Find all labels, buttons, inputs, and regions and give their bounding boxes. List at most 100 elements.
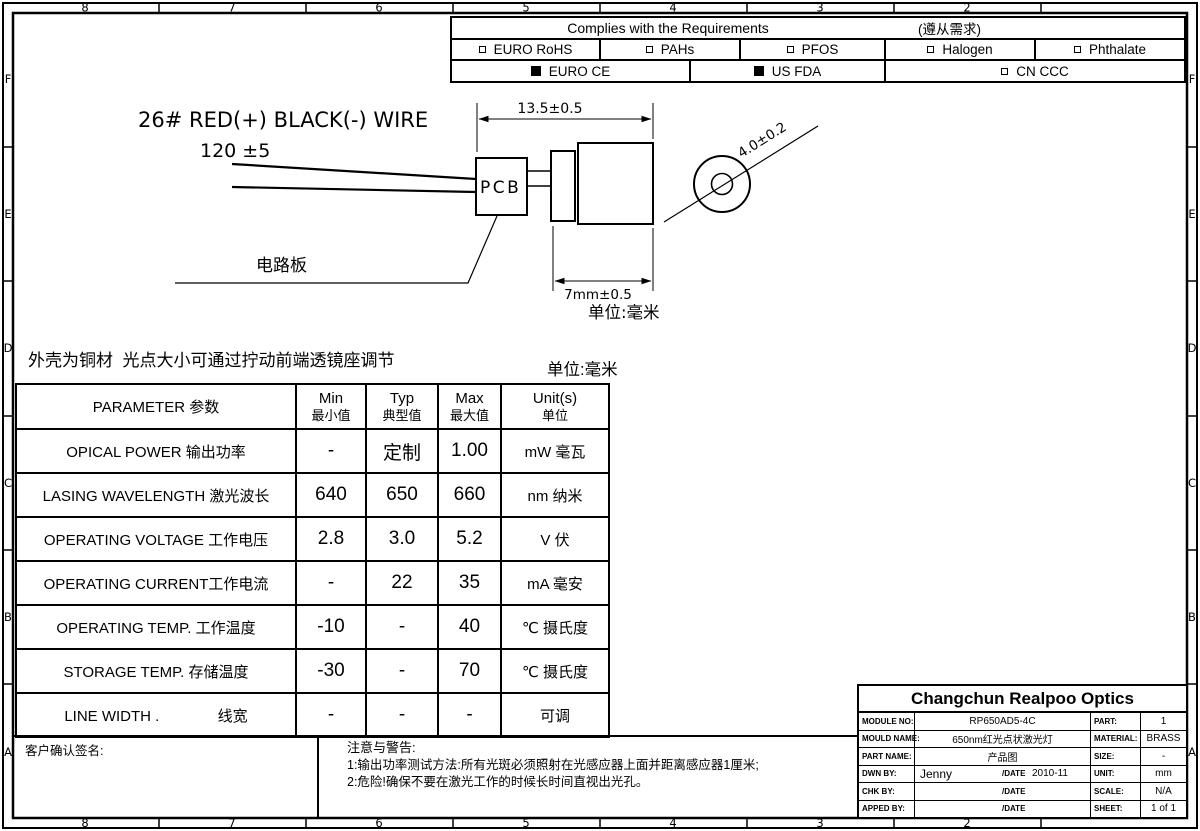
zone-label-bottom: 3 — [816, 816, 823, 830]
compliance-item-label: PAHs — [660, 42, 695, 57]
spec-typ: - — [365, 692, 439, 738]
chk-by-label: CHK BY: — [862, 786, 895, 796]
title-block-row-module: MODULE NO: RP650AD5-4C PART: 1 — [859, 713, 1186, 731]
checkbox-icon — [1073, 46, 1081, 53]
company-name: Changchun Realpoo Optics — [859, 686, 1186, 713]
apped-date-label: /DATE — [1002, 804, 1026, 814]
spec-row-operating-temp: OPERATING TEMP. 工作温度 -10 - 40 ℃ 摄氏度 — [15, 604, 610, 650]
compliance-item-label: PFOS — [801, 42, 839, 57]
pcb-cn-label: 电路板 — [256, 256, 307, 276]
spec-max: 35 — [437, 560, 502, 606]
zone-label-top: 2 — [963, 1, 970, 15]
mould-name-value: 650nm红光点状激光灯 — [914, 730, 1090, 747]
spec-unit: ℃ 摄氏度 — [500, 648, 610, 694]
size-label: SIZE: — [1090, 748, 1140, 765]
zone-label-right: E — [1188, 207, 1195, 221]
spec-row-optical-power: OPICAL POWER 输出功率 - 定制 1.00 mW 毫瓦 — [15, 428, 610, 474]
zone-ticks — [3, 3, 1197, 828]
spec-param: LINE WIDTH . 线宽 — [15, 692, 297, 738]
spec-param: LASING WAVELENGTH 激光波长 — [15, 472, 297, 518]
title-block-row-dwn: DWN BY: Jenny /DATE 2010-11 UNIT: mm — [859, 765, 1186, 783]
compliance-table: Complies with the Requirements (遵从需求) EU… — [450, 16, 1186, 83]
checkbox-icon — [786, 46, 794, 53]
pcb-outline — [475, 157, 528, 216]
dim-extension-lines — [476, 103, 654, 152]
compliance-item-halogen: Halogen — [884, 40, 1034, 59]
wire-spec-label: 26# RED(+) BLACK(-) WIRE — [138, 108, 428, 132]
zone-label-top: 5 — [522, 1, 529, 15]
size-value: - — [1140, 748, 1186, 765]
title-block-row-chk: CHK BY: /DATE SCALE: N/A — [859, 783, 1186, 801]
zone-label-right: F — [1189, 72, 1196, 86]
title-block: Changchun Realpoo Optics MODULE NO: RP65… — [857, 684, 1188, 819]
spec-min: - — [295, 428, 367, 474]
scale-label: SCALE: — [1090, 783, 1140, 800]
spec-min: -30 — [295, 648, 367, 694]
zone-label-left: A — [4, 745, 12, 759]
zone-label-bottom: 4 — [669, 816, 676, 830]
dwn-by-label: DWN BY: — [862, 769, 897, 779]
checkbox-icon — [1001, 67, 1009, 75]
checkbox-icon — [645, 46, 653, 53]
title-block-row-mould: MOULD NAME: 650nm红光点状激光灯 MATERIAL: BRASS — [859, 730, 1186, 748]
apped-by-label: APPED BY: — [862, 804, 905, 814]
warnings-title: 注意与警告: — [347, 740, 416, 755]
spec-min: -10 — [295, 604, 367, 650]
spec-max: 70 — [437, 648, 502, 694]
zone-label-right: A — [1188, 745, 1196, 759]
dim-extension-lines-head — [552, 226, 654, 291]
zone-label-bottom: 8 — [81, 816, 88, 830]
spec-unit: mW 毫瓦 — [500, 428, 610, 474]
spec-header-max-en: Max — [455, 389, 484, 407]
module-no-label: MODULE NO: — [862, 716, 914, 726]
spec-min: 2.8 — [295, 516, 367, 562]
spec-param: OPICAL POWER 输出功率 — [15, 428, 297, 474]
spec-min: - — [295, 560, 367, 606]
chk-date-value — [1032, 783, 1090, 800]
spec-param: OPERATING CURRENT工作电流 — [15, 560, 297, 606]
zone-label-top: 6 — [375, 1, 382, 15]
warning-note-1: 1:输出功率测试方法:所有光斑必须照射在光感应器上面并距离感应器1厘米; — [347, 758, 759, 772]
spec-typ: 650 — [365, 472, 439, 518]
spec-header-min-cn: 最小值 — [311, 407, 351, 423]
compliance-item-cn-ccc: CN CCC — [884, 61, 1184, 81]
spec-unit: nm 纳米 — [500, 472, 610, 518]
warning-note-2: 2:危险!确保不要在激光工作的时候长时间直视出光孔。 — [347, 775, 649, 789]
unit-note: 单位:毫米 — [547, 361, 618, 379]
spec-header-max-cn: 最大值 — [449, 407, 489, 423]
material-value: BRASS — [1140, 730, 1186, 747]
part-name-value: 产品图 — [914, 748, 1090, 765]
zone-label-top: 8 — [81, 1, 88, 15]
front-view-inner-circle — [710, 172, 734, 196]
spec-max: 1.00 — [437, 428, 502, 474]
front-view-outer-circle — [693, 155, 751, 213]
zone-label-left: C — [4, 476, 12, 490]
spec-header-parameter: PARAMETER 参数 — [15, 383, 297, 430]
sheet-label: SHEET: — [1090, 800, 1140, 817]
zone-label-left: E — [4, 207, 11, 221]
zone-label-top: 4 — [669, 1, 676, 15]
spec-row-lasing-wavelength: LASING WAVELENGTH 激光波长 640 650 660 nm 纳米 — [15, 472, 610, 518]
zone-label-left: F — [5, 72, 12, 86]
spec-param: STORAGE TEMP. 存储温度 — [15, 648, 297, 694]
dwn-date-label: /DATE — [1002, 769, 1026, 779]
scale-value: N/A — [1140, 783, 1186, 800]
spec-min: - — [295, 692, 367, 738]
spec-param: OPERATING TEMP. 工作温度 — [15, 604, 297, 650]
compliance-item-label: Halogen — [942, 42, 993, 57]
spec-typ: 22 — [365, 560, 439, 606]
pin-lines — [527, 170, 551, 187]
material-label: MATERIAL: — [1090, 730, 1140, 747]
compliance-item-label: EURO RoHS — [493, 42, 573, 57]
spec-row-operating-current: OPERATING CURRENT工作电流 - 22 35 mA 毫安 — [15, 560, 610, 606]
spec-param: OPERATING VOLTAGE 工作电压 — [15, 516, 297, 562]
zone-label-right: C — [1188, 476, 1196, 490]
compliance-title-cn: (遵从需求) — [918, 22, 981, 37]
spec-row-line-width: LINE WIDTH . 线宽 - - - 可调 — [15, 692, 610, 738]
title-block-row-apped: APPED BY: /DATE SHEET: 1 of 1 — [859, 800, 1186, 817]
compliance-item-euro-ce: EURO CE — [452, 61, 689, 81]
